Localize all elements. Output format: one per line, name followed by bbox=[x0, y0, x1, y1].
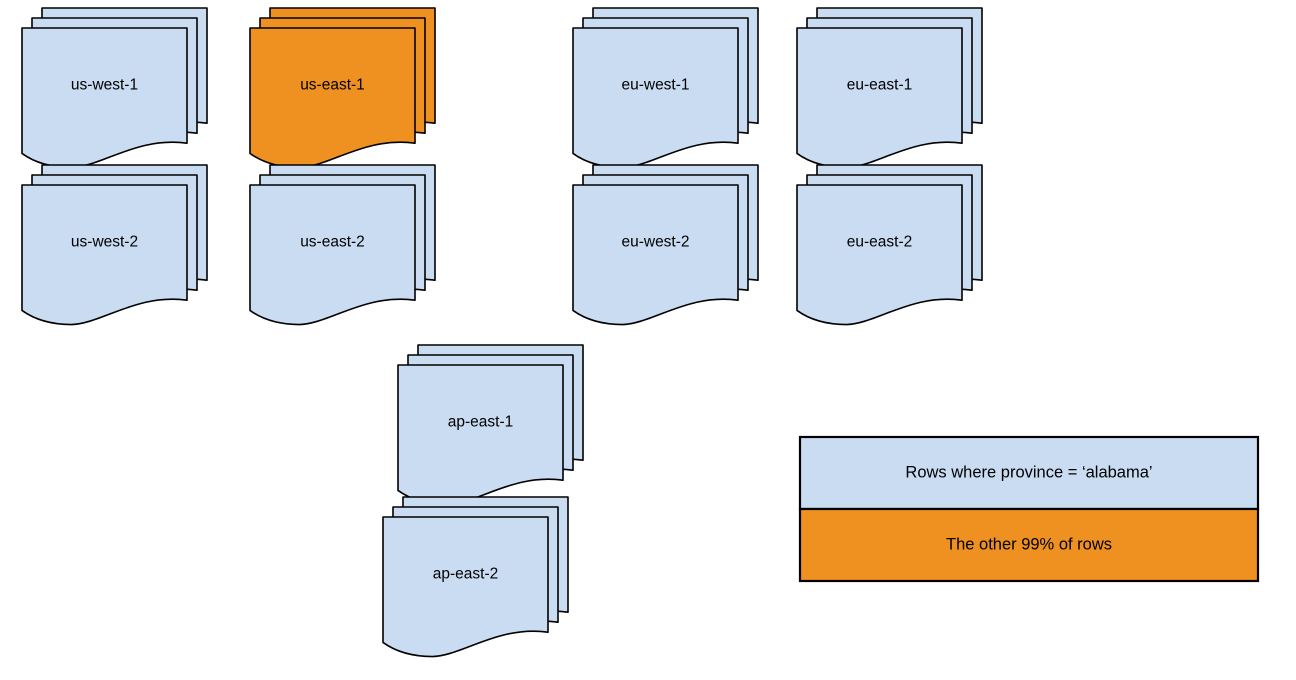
region-card-front-us-east-2[interactable] bbox=[249, 184, 416, 326]
region-stack-us-east-2[interactable]: us-east-2 bbox=[249, 164, 436, 326]
region-stack-eu-west-1[interactable]: eu-west-1 bbox=[572, 7, 759, 169]
region-card-front-eu-west-1[interactable] bbox=[572, 27, 739, 169]
region-card-front-eu-east-1[interactable] bbox=[796, 27, 963, 169]
region-stack-ap-east-2[interactable]: ap-east-2 bbox=[382, 496, 569, 658]
region-card-front-us-west-2[interactable] bbox=[21, 184, 188, 326]
legend-swatch-legend-blue bbox=[798, 435, 1260, 511]
region-card-front-us-west-1[interactable] bbox=[21, 27, 188, 169]
region-stack-eu-east-2[interactable]: eu-east-2 bbox=[796, 164, 983, 326]
region-stack-eu-west-2[interactable]: eu-west-2 bbox=[572, 164, 759, 326]
region-card-front-eu-west-2[interactable] bbox=[572, 184, 739, 326]
region-card-front-eu-east-2[interactable] bbox=[796, 184, 963, 326]
legend-swatch-legend-orange bbox=[798, 507, 1260, 583]
legend-group: Rows where province = ‘alabama’The other… bbox=[798, 435, 1260, 583]
region-stack-us-west-2[interactable]: us-west-2 bbox=[21, 164, 208, 326]
region-card-front-ap-east-2[interactable] bbox=[382, 516, 549, 658]
region-stack-us-east-1[interactable]: us-east-1 bbox=[249, 7, 436, 169]
region-card-front-us-east-1[interactable] bbox=[249, 27, 416, 169]
region-card-front-ap-east-1[interactable] bbox=[397, 364, 564, 506]
region-stack-ap-east-1[interactable]: ap-east-1 bbox=[397, 344, 584, 506]
region-stack-us-west-1[interactable]: us-west-1 bbox=[21, 7, 208, 169]
region-stack-eu-east-1[interactable]: eu-east-1 bbox=[796, 7, 983, 169]
